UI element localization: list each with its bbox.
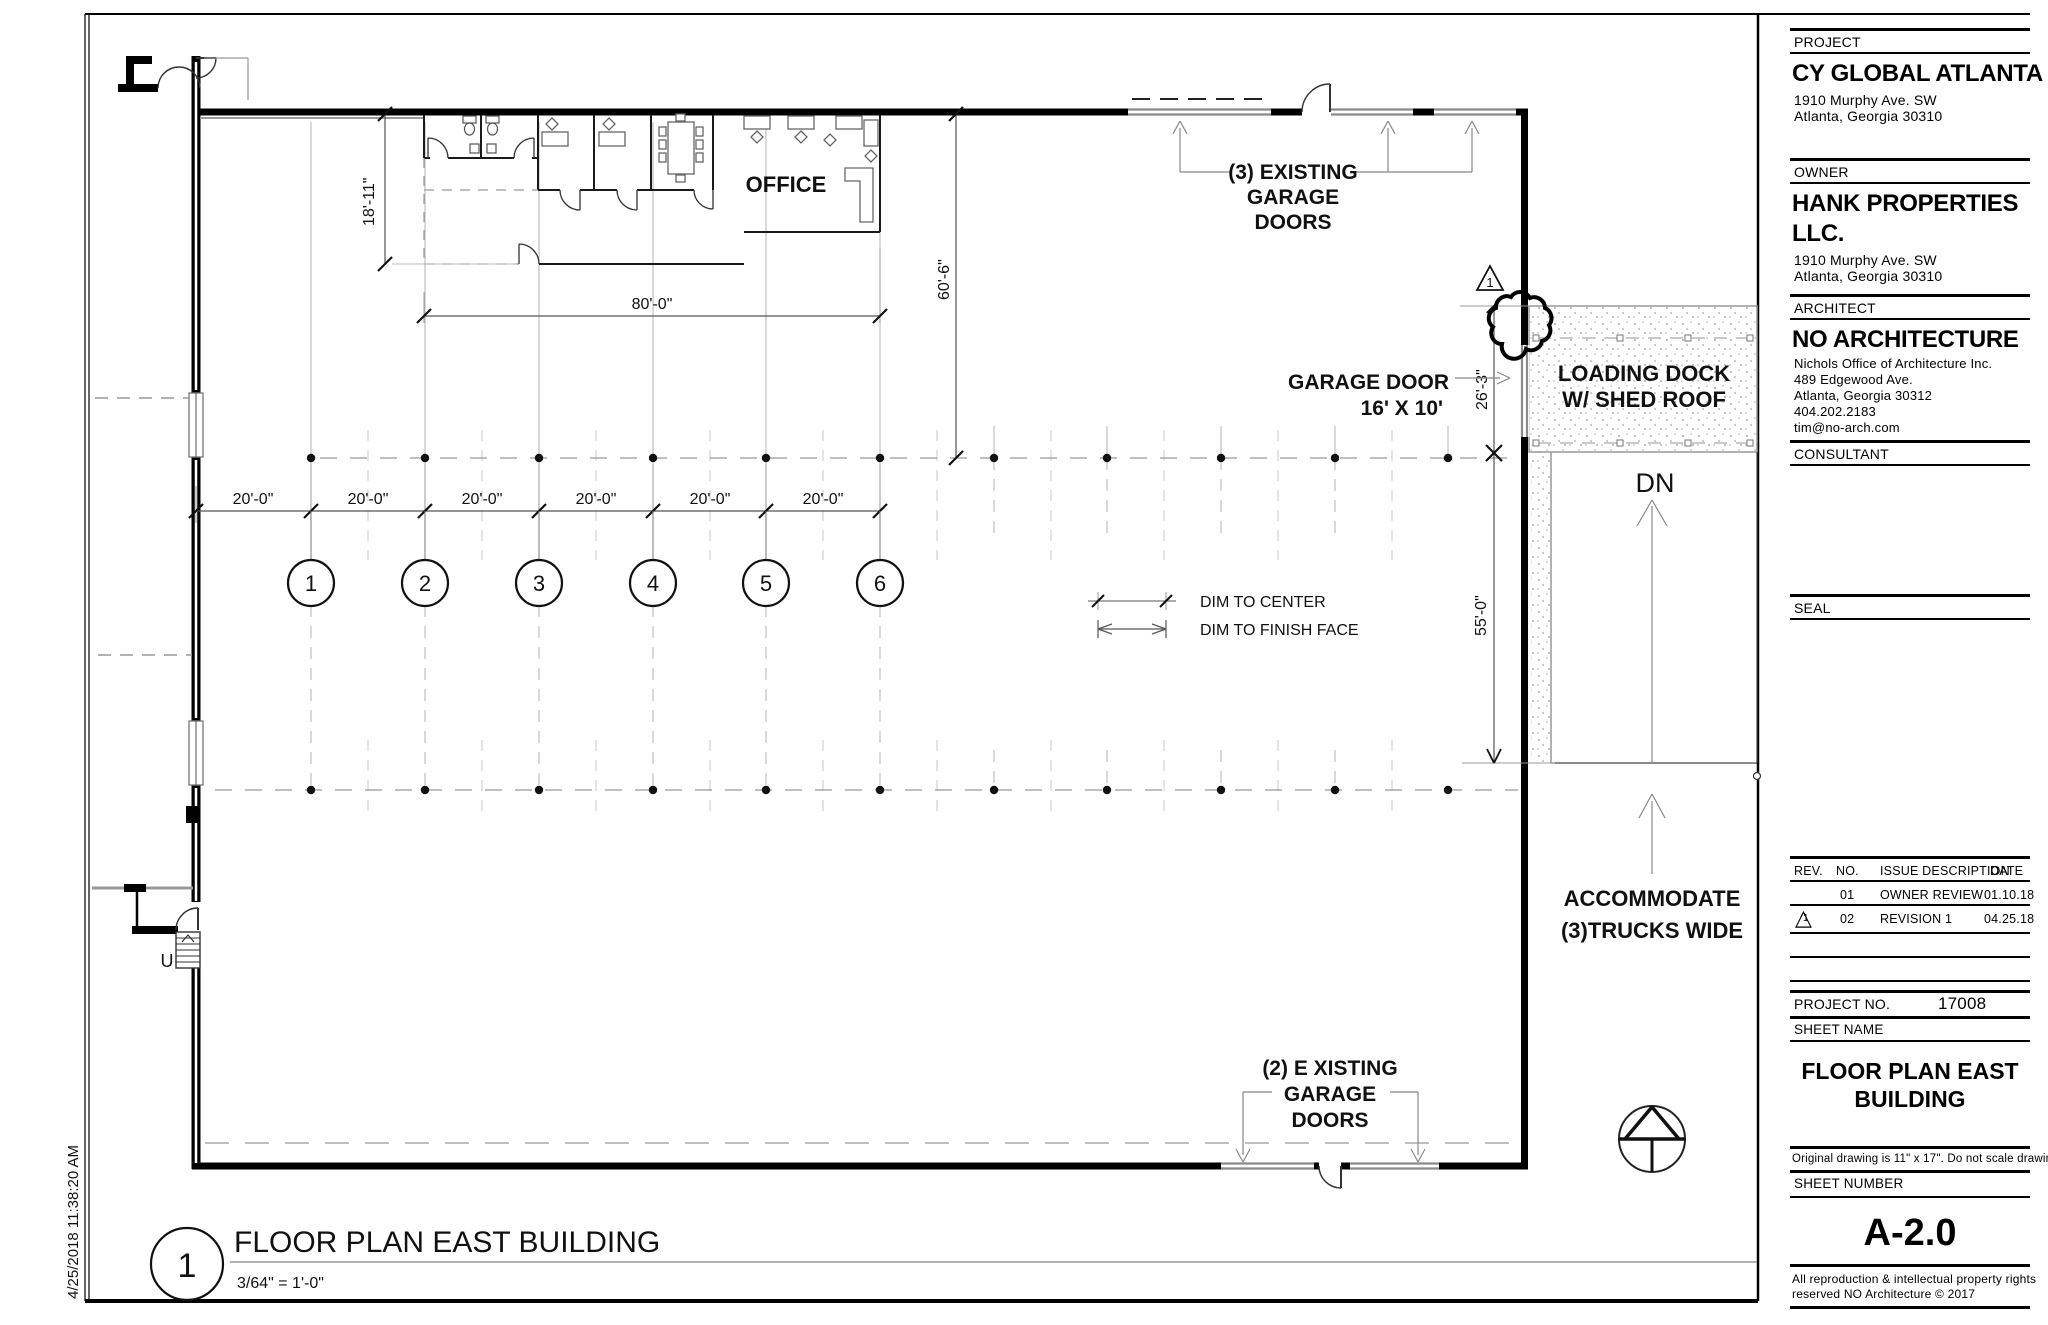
garage3-label: GARAGE: [1247, 186, 1339, 209]
plan-scale: 3/64" = 1'-0": [237, 1275, 324, 1292]
office-suite: OFFICE: [423, 113, 881, 265]
east-depth-dim: 60'-6": [936, 259, 953, 300]
dock-depth-dim: 26'-3": [1474, 369, 1491, 410]
office-depth-dim: 18'-11": [361, 178, 378, 226]
door-swing: [1318, 1165, 1342, 1189]
grid-bubble-3: 3: [533, 571, 545, 596]
bay-dim: 20'-0": [803, 491, 844, 508]
down-ramp-label: DN: [1636, 468, 1675, 498]
loading-dock-label: LOADING DOCK: [1558, 361, 1730, 386]
dim-legend: DIM TO CENTER DIM TO FINISH FACE: [1088, 592, 1359, 639]
grid-bubble-4: 4: [647, 571, 659, 596]
ramp-depth-dim: 55'-0": [1473, 595, 1490, 636]
office-width-dim: 80'-0": [632, 296, 673, 313]
grid-bubble-1: 1: [305, 571, 317, 596]
wall-pier: [186, 806, 199, 823]
grid-bubble-2: 2: [419, 571, 431, 596]
revision-tag-number: 1: [1486, 275, 1493, 290]
accommodate-label: ACCOMMODATE: [1564, 886, 1741, 911]
garage2-label: (2) E XISTING: [1262, 1057, 1397, 1080]
grid-bubble-6: 6: [874, 571, 886, 596]
bay-dim: 20'-0": [462, 491, 503, 508]
revision-delta-icon: [1475, 264, 1505, 291]
dim-legend-center: DIM TO CENTER: [1200, 594, 1326, 611]
office-label: OFFICE: [746, 172, 827, 197]
garage2-label: GARAGE: [1284, 1083, 1376, 1106]
garage3-label: DOORS: [1254, 211, 1331, 234]
truck-ramp: DN: [1531, 452, 1762, 781]
plan-title-group: 1 FLOOR PLAN EAST BUILDING 3/64" = 1'-0": [149, 1226, 1757, 1302]
sofa: [844, 167, 874, 223]
accommodate-label: (3)TRUCKS WIDE: [1561, 918, 1743, 943]
north-arrow-icon: [1618, 1105, 1686, 1173]
dim-legend-finish-face: DIM TO FINISH FACE: [1200, 622, 1359, 639]
garage-door-right-wall: [1519, 345, 1530, 437]
entry-vestibule: [118, 56, 249, 100]
garage-doors-bottom: [1221, 1160, 1439, 1189]
sheet-frame: [84, 13, 2030, 1303]
bay-dim: 20'-0": [576, 491, 617, 508]
revision-cloud: [1486, 290, 1554, 361]
print-date: 4/25/2018 11:38:20 AM: [65, 1145, 82, 1299]
door-swing: [1301, 83, 1331, 113]
door-swing: [195, 57, 217, 79]
column-dots: [306, 453, 1453, 795]
garage-door-size-label: GARAGE DOOR: [1288, 371, 1449, 394]
office-furniture: [541, 113, 879, 223]
loading-dock-label-2: W/ SHED ROOF: [1562, 387, 1726, 412]
grid-bubbles: 1 2 3 4 5 6: [286, 511, 905, 608]
door-swing: [175, 907, 199, 931]
double-door-swing: [157, 66, 201, 89]
office-door-swings: [427, 137, 714, 265]
loading-dock: LOADING DOCK W/ SHED ROOF: [1528, 305, 1758, 453]
garage-door-size-label: 16' X 10': [1361, 397, 1443, 420]
grid-bubble-5: 5: [760, 571, 772, 596]
stair-label: U: [161, 951, 174, 971]
stair-up: [175, 931, 201, 969]
left-wall-windows: [95, 392, 204, 786]
annotations: (3) EXISTING GARAGE DOORS (2) E XISTING …: [1172, 120, 1743, 1163]
bay-dim: 20'-0": [233, 491, 274, 508]
degree-mark-icon: [1752, 771, 1762, 781]
bay-dim: 20'-0": [348, 491, 389, 508]
stair-vestibule: U: [92, 884, 202, 971]
restroom-fixtures: [462, 115, 500, 154]
garage-doors-top: [1128, 83, 1516, 118]
revision-cloud-group: 1: [1475, 264, 1554, 361]
plan-number: 1: [178, 1247, 197, 1285]
garage2-label: DOORS: [1291, 1109, 1368, 1132]
bay-dim: 20'-0": [690, 491, 731, 508]
plan-title: FLOOR PLAN EAST BUILDING: [234, 1226, 660, 1259]
garage3-label: (3) EXISTING: [1228, 161, 1358, 184]
